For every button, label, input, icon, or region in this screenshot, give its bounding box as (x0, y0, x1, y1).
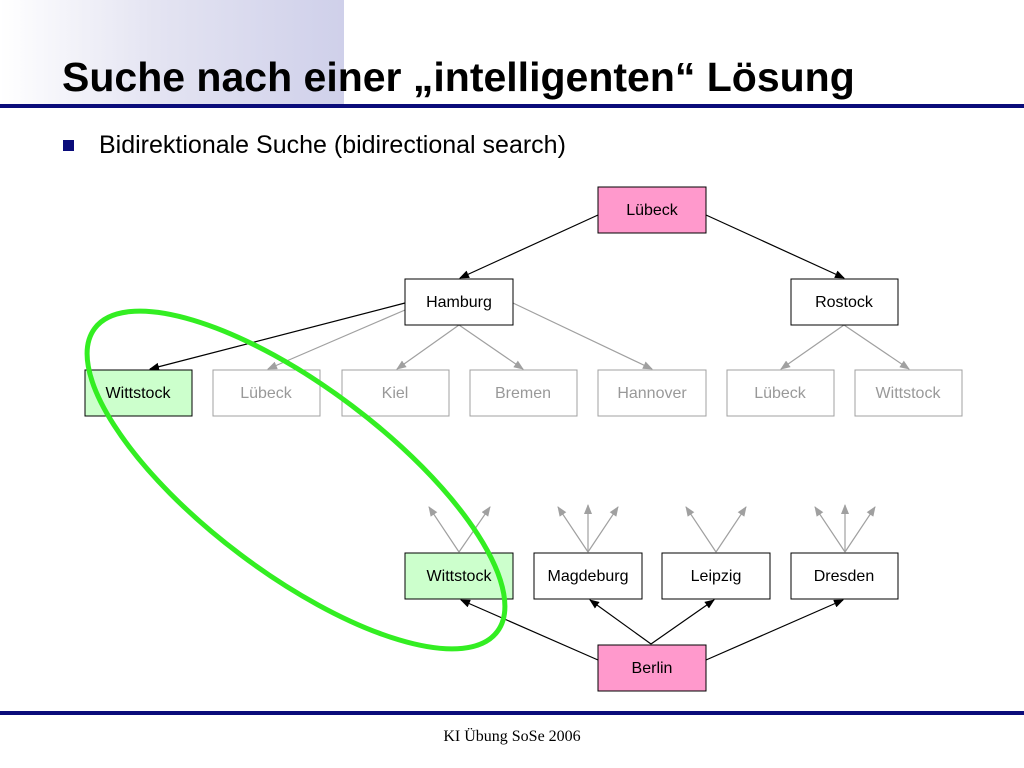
node-hamburg: Hamburg (404, 278, 514, 326)
stub-leipzig-left (685, 506, 717, 553)
forward-active-edges (149, 214, 845, 371)
node-label: Leipzig (691, 568, 742, 585)
stub-leipzig-right (715, 506, 747, 553)
node-label: Wittstock (427, 568, 493, 585)
footer-text: KI Übung SoSe 2006 (443, 728, 581, 745)
node-label: Lübeck (754, 385, 807, 402)
node-label: Bremen (495, 385, 551, 402)
node-kiel: Kiel (341, 369, 450, 417)
node-label: Kiel (382, 385, 409, 402)
node-wittstock-from-rostock: Wittstock (854, 369, 963, 417)
bullet-square-icon (63, 140, 74, 151)
edge-berlin-dresden (705, 599, 844, 661)
node-luebeck-from-rostock: Lübeck (726, 369, 835, 417)
bullet-text: Bidirektionale Suche (bidirectional sear… (99, 131, 566, 159)
meeting-point-highlight-ellipse (84, 308, 508, 652)
node-luebeck-from-hamburg: Lübeck (212, 369, 321, 417)
edge-luebeck-hamburg (459, 214, 599, 279)
node-leipzig: Leipzig (661, 552, 771, 600)
node-wittstock-forward: Wittstock (84, 369, 193, 417)
stub-wittstock-left (428, 506, 460, 553)
node-bremen: Bremen (469, 369, 578, 417)
footer-rule (0, 711, 1024, 715)
title-gradient-decoration (0, 0, 344, 104)
node-label: Wittstock (106, 385, 172, 402)
edge-berlin-leipzig (650, 599, 715, 645)
node-rostock: Rostock (790, 278, 899, 326)
edge-berlin-magdeburg (589, 599, 652, 645)
stub-magdeburg-left (557, 506, 589, 553)
backward-inactive-edges (428, 504, 876, 553)
node-label: Rostock (815, 294, 874, 311)
node-start-luebeck: Lübeck (597, 186, 707, 234)
node-dresden: Dresden (790, 552, 899, 600)
edge-hamburg-bremen (458, 324, 524, 370)
node-goal-berlin: Berlin (597, 644, 707, 692)
node-label: Hannover (617, 385, 687, 402)
node-label: Lübeck (240, 385, 293, 402)
edge-hamburg-wittstock (149, 302, 406, 371)
node-label: Dresden (814, 568, 874, 585)
edge-rostock-luebeck (780, 324, 845, 370)
node-label: Berlin (632, 660, 673, 677)
node-label: Magdeburg (548, 568, 629, 585)
edge-hamburg-luebeck (267, 309, 406, 370)
forward-inactive-edges (267, 302, 910, 370)
edge-rostock-wittstock (843, 324, 910, 370)
node-label: Hamburg (426, 294, 492, 311)
stub-dresden-left (814, 506, 846, 553)
node-hannover: Hannover (597, 369, 707, 417)
title-rule (0, 104, 1024, 108)
node-magdeburg: Magdeburg (533, 552, 643, 600)
stub-dresden-right (844, 506, 876, 553)
edge-hamburg-hannover (512, 302, 653, 370)
node-label: Lübeck (626, 202, 679, 219)
node-label: Wittstock (876, 385, 942, 402)
backward-active-edges (460, 599, 844, 661)
edge-luebeck-rostock (705, 214, 845, 279)
edge-hamburg-kiel (396, 324, 460, 370)
slide-title: Suche nach einer „intelligenten“ Lösung (62, 54, 855, 100)
edge-berlin-wittstock (460, 599, 599, 661)
stub-magdeburg-right (587, 506, 619, 553)
